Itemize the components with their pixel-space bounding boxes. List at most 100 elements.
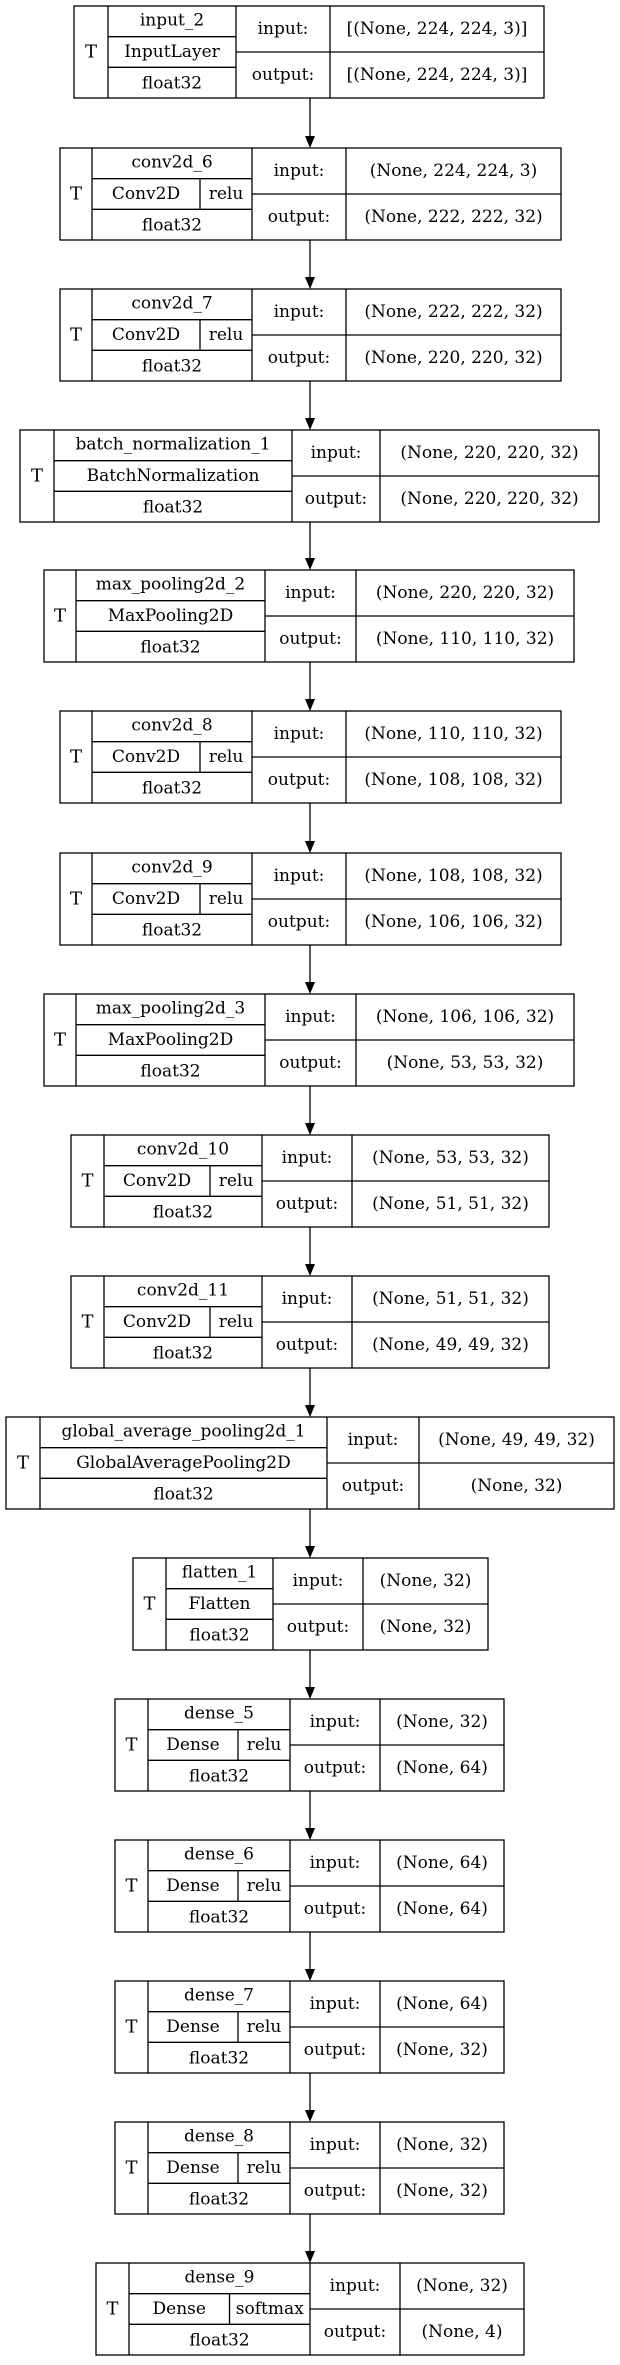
edge-arrow bbox=[305, 381, 315, 430]
layer-class: GlobalAveragePooling2D bbox=[76, 1453, 291, 1473]
output-label: output: bbox=[304, 2181, 366, 2201]
edge-arrow bbox=[305, 98, 315, 148]
output-shape: (None, 49, 49, 32) bbox=[372, 1335, 529, 1355]
input-shape: (None, 106, 106, 32) bbox=[376, 1007, 554, 1027]
tensor-type-marker: T bbox=[70, 889, 82, 910]
output-shape: (None, 32) bbox=[396, 2181, 488, 2201]
layer-name: conv2d_9 bbox=[131, 857, 212, 877]
layer-name: conv2d_8 bbox=[131, 715, 212, 735]
layer-node: Tflatten_1Flattenfloat32input:output:(No… bbox=[132, 1557, 489, 1651]
output-label: output: bbox=[279, 629, 341, 649]
layer-dtype: float32 bbox=[142, 74, 202, 94]
output-label: output: bbox=[324, 2322, 386, 2342]
edge-arrow bbox=[305, 945, 315, 994]
input-label: input: bbox=[310, 1994, 361, 2014]
output-label: output: bbox=[342, 1476, 404, 1496]
edge-arrow bbox=[305, 1650, 315, 1699]
layer-name: dense_9 bbox=[185, 2267, 255, 2287]
edge-arrow bbox=[305, 1227, 315, 1276]
output-label: output: bbox=[287, 1617, 349, 1637]
input-label: input: bbox=[258, 19, 309, 39]
input-label: input: bbox=[274, 866, 325, 886]
input-label: input: bbox=[282, 1148, 333, 1168]
output-shape: (None, 108, 108, 32) bbox=[364, 770, 542, 790]
layer-class: MaxPooling2D bbox=[108, 1030, 234, 1050]
layer-class: Conv2D bbox=[112, 889, 180, 909]
output-label: output: bbox=[268, 348, 330, 368]
tensor-type-marker: T bbox=[54, 606, 66, 627]
tensor-type-marker: T bbox=[85, 42, 97, 63]
output-shape: (None, 220, 220, 32) bbox=[400, 489, 578, 509]
layer-activation: relu bbox=[209, 184, 244, 204]
output-shape: (None, 106, 106, 32) bbox=[364, 912, 542, 932]
layer-activation: relu bbox=[247, 1735, 282, 1755]
layer-dtype: float32 bbox=[140, 638, 200, 658]
input-label: input: bbox=[310, 1712, 361, 1732]
tensor-type-marker: T bbox=[17, 1453, 29, 1474]
layer-name: dense_6 bbox=[184, 1844, 254, 1864]
layer-class: Dense bbox=[166, 2158, 219, 2178]
tensor-type-marker: T bbox=[70, 747, 82, 768]
tensor-type-marker: T bbox=[81, 1171, 93, 1192]
input-label: input: bbox=[274, 724, 325, 744]
layer-dtype: float32 bbox=[189, 1767, 249, 1787]
output-shape: (None, 220, 220, 32) bbox=[364, 348, 542, 368]
output-shape: (None, 51, 51, 32) bbox=[372, 1194, 529, 1214]
input-label: input: bbox=[311, 443, 362, 463]
input-label: input: bbox=[330, 2276, 381, 2296]
tensor-type-marker: T bbox=[125, 1735, 137, 1756]
layer-class: Flatten bbox=[188, 1594, 250, 1614]
output-shape: (None, 32) bbox=[380, 1617, 472, 1637]
tensor-type-marker: T bbox=[54, 1030, 66, 1051]
input-shape: (None, 108, 108, 32) bbox=[364, 866, 542, 886]
layer-dtype: float32 bbox=[189, 2049, 249, 2069]
layer-dtype: float32 bbox=[153, 1203, 213, 1223]
layer-name: dense_8 bbox=[184, 2126, 254, 2146]
layer-name: max_pooling2d_3 bbox=[96, 998, 245, 1018]
output-label: output: bbox=[305, 489, 367, 509]
layer-class: Conv2D bbox=[123, 1171, 191, 1191]
output-shape: (None, 64) bbox=[396, 1899, 488, 1919]
layer-activation: relu bbox=[219, 1312, 254, 1332]
input-shape: (None, 224, 224, 3) bbox=[370, 161, 538, 181]
input-shape: (None, 64) bbox=[396, 1853, 488, 1873]
layer-name: flatten_1 bbox=[182, 1562, 257, 1582]
tensor-type-marker: T bbox=[31, 466, 43, 487]
output-shape: (None, 53, 53, 32) bbox=[387, 1053, 544, 1073]
layer-class: Dense bbox=[166, 2017, 219, 2037]
input-label: input: bbox=[348, 1430, 399, 1450]
output-label: output: bbox=[268, 912, 330, 932]
layer-dtype: float32 bbox=[142, 779, 202, 799]
edge-arrow bbox=[305, 662, 315, 711]
output-label: output: bbox=[268, 770, 330, 790]
input-label: input: bbox=[285, 583, 336, 603]
layer-class: Dense bbox=[166, 1735, 219, 1755]
input-shape: [(None, 224, 224, 3)] bbox=[347, 19, 528, 39]
edge-arrow bbox=[305, 1932, 315, 1981]
output-shape: (None, 32) bbox=[471, 1476, 563, 1496]
output-label: output: bbox=[304, 1758, 366, 1778]
tensor-type-marker: T bbox=[70, 184, 82, 205]
layer-activation: relu bbox=[247, 1876, 282, 1896]
layer-class: BatchNormalization bbox=[87, 466, 260, 486]
layer-class: Conv2D bbox=[112, 184, 180, 204]
layer-name: conv2d_11 bbox=[137, 1280, 229, 1300]
tensor-type-marker: T bbox=[125, 2158, 137, 2179]
layer-name: conv2d_10 bbox=[137, 1139, 229, 1159]
output-shape: (None, 64) bbox=[396, 1758, 488, 1778]
layer-dtype: float32 bbox=[189, 1908, 249, 1928]
edge-arrow bbox=[305, 1086, 315, 1135]
input-shape: (None, 49, 49, 32) bbox=[438, 1430, 595, 1450]
layer-node: Tglobal_average_pooling2d_1GlobalAverage… bbox=[5, 1416, 615, 1510]
layer-name: global_average_pooling2d_1 bbox=[61, 1421, 305, 1441]
edge-arrow bbox=[305, 1368, 315, 1417]
layer-name: input_2 bbox=[140, 10, 204, 30]
layer-dtype: float32 bbox=[153, 1344, 213, 1364]
input-shape: (None, 53, 53, 32) bbox=[372, 1148, 529, 1168]
output-label: output: bbox=[304, 2040, 366, 2060]
